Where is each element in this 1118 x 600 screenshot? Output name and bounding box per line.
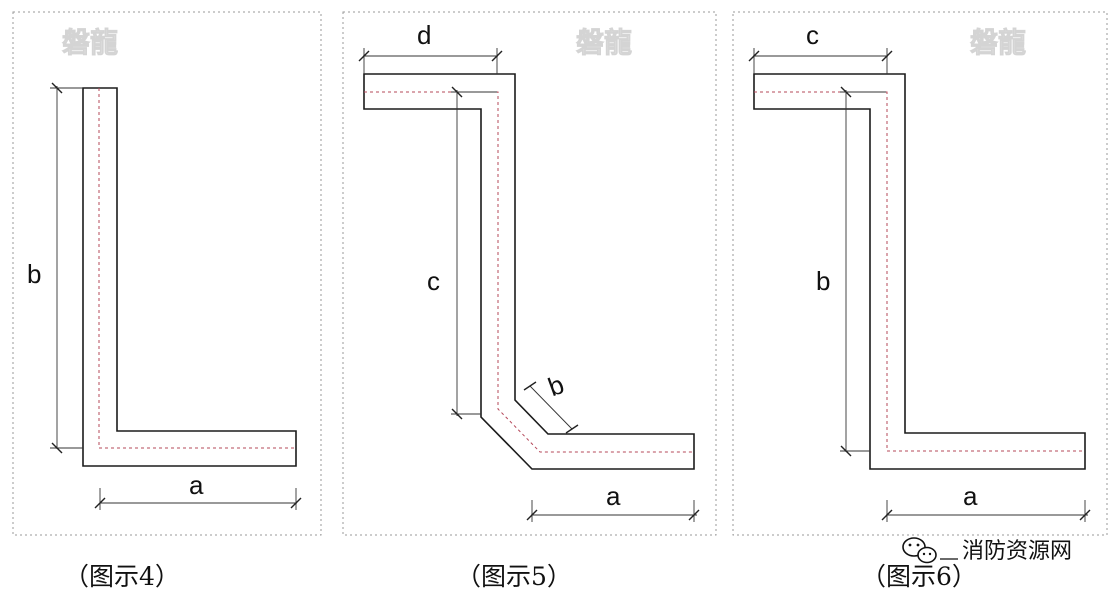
figure-4: 磐龍 b a （图示4） [12,11,322,591]
figure-6-watermark: 磐龍 [970,26,1026,59]
figure-5-watermark: 磐龍 [576,26,632,59]
figure-6-label-c: c [806,20,819,50]
figure-6-bar-outline [753,73,1086,470]
figure-6-dim-c-tick-right [881,50,893,62]
figure-5-frame [342,11,717,536]
figure-5-dim-b-tick-top [523,381,537,391]
figure-4-dim-b-tick-bottom [51,442,63,454]
figure-6-label-b: b [816,266,830,296]
figure-6-caption: （图示6） [861,562,977,591]
figure-5-label-a: a [606,481,621,511]
figure-4-label-a: a [189,470,204,500]
wechat-icon [902,537,937,564]
figure-5: 磐龍 d c b a （图示5） [342,11,717,591]
figure-4-dim-a-tick-left [94,497,106,509]
figure-5-dim-c-tick-bottom [451,408,463,420]
figure-6-dim-b-tick-top [840,86,852,98]
figure-4-caption: （图示4） [64,562,180,591]
figure-5-dim-b-tick-bottom [565,424,579,434]
figure-4-dim-b-tick-top [51,82,63,94]
figure-4-centerline [98,88,296,449]
figure-6-dim-b-tick-bottom [840,445,852,457]
figure-5-dim-a-tick-right [688,509,700,521]
figure-5-dim-d-tick-left [358,50,370,62]
figure-4-bar-outline [82,87,297,467]
figure-5-label-c: c [427,266,440,296]
figure-5-label-b: b [544,369,568,402]
figure-4-frame [12,11,322,536]
figure-6-frame [732,11,1108,536]
figure-5-dim-a-tick-left [526,509,538,521]
figure-6: 磐龍 c b a （图示6） [732,11,1108,591]
figure-6-centerline [754,91,1085,452]
figure-4-dim-a-tick-right [290,497,302,509]
figure-5-dim-b-line [529,385,573,430]
figure-6-dim-a-tick-right [1079,509,1091,521]
figure-6-dim-a-tick-left [881,509,893,521]
figure-5-label-d: d [417,20,431,50]
figure-4-label-b: b [27,259,41,289]
figure-5-centerline [364,91,694,453]
figure-5-caption: （图示5） [456,562,572,591]
figure-5-dim-c-tick-top [451,86,463,98]
figure-5-bar-outline [363,73,695,470]
figure-6-dim-c-tick-left [748,50,760,62]
figure-4-watermark: 磐龍 [62,26,118,59]
brand-text: 消防资源网 [962,539,1072,564]
brand-watermark: 消防资源网 [902,537,1072,564]
figure-5-dim-d-tick-right [491,50,503,62]
figure-6-label-a: a [963,481,978,511]
